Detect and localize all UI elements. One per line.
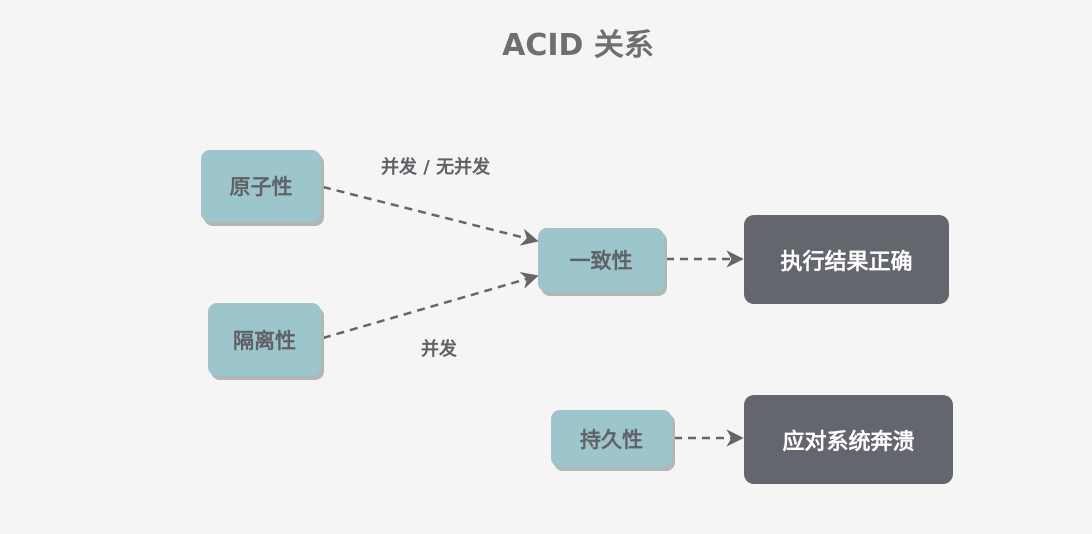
node-isolation: 隔离性 xyxy=(208,303,321,376)
node-atomicity: 原子性 xyxy=(201,150,321,222)
node-consistency: 一致性 xyxy=(538,228,664,292)
edge-label-concurrent-or-not: 并发 / 无并发 xyxy=(381,157,491,178)
arrow-atomicity-to-consistency xyxy=(322,185,539,246)
node-correct-result: 执行结果正确 xyxy=(744,215,949,304)
node-durability: 持久性 xyxy=(551,410,672,467)
diagram-title: ACID 关系 xyxy=(502,28,654,63)
edge-label-concurrent: 并发 xyxy=(421,339,457,360)
arrow-isolation-to-consistency xyxy=(322,271,539,340)
node-system-crash: 应对系统奔溃 xyxy=(744,395,953,484)
